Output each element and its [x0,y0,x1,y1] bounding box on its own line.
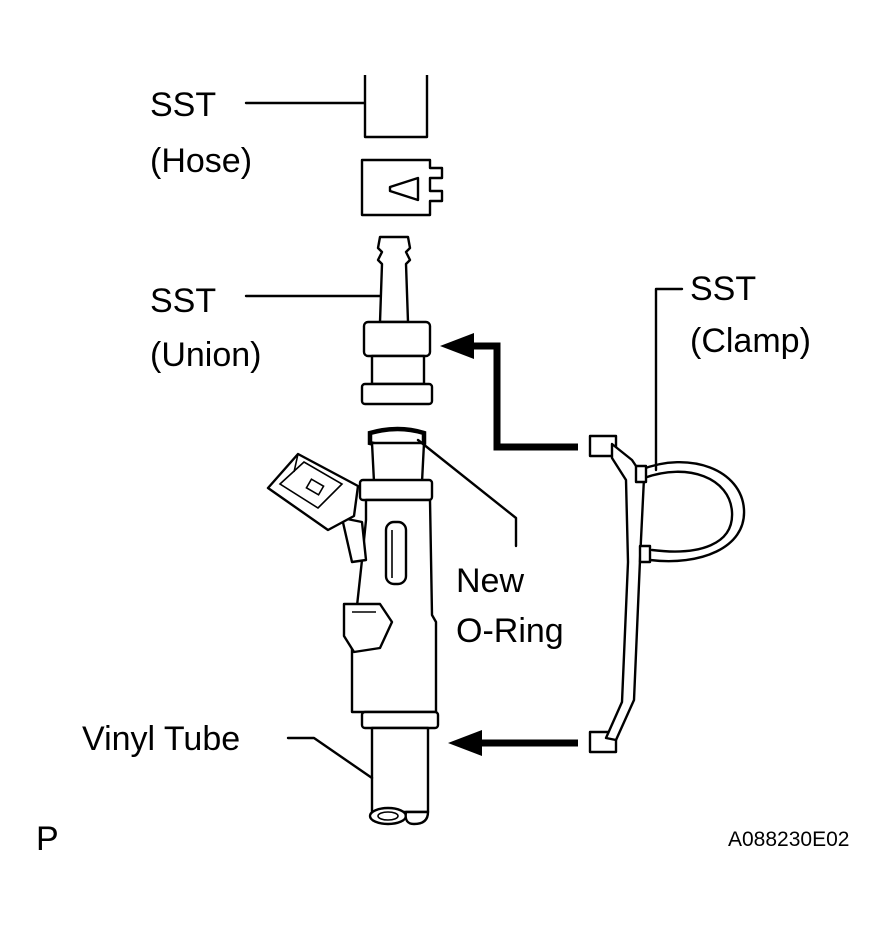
label-sst-union-line1: SST [150,282,216,320]
label-sst-clamp-line1: SST [690,270,756,308]
sst-union-part [360,235,434,406]
corner-mark: P [36,820,59,858]
leader-o-ring [416,438,518,548]
leader-sst-clamp [654,287,684,472]
label-sst-union-line2: (Union) [150,336,261,374]
label-o-ring-line1: New [456,562,524,600]
label-sst-clamp-line2: (Clamp) [690,322,811,360]
label-sst-hose-line2: (Hose) [150,142,252,180]
leader-vinyl-tube [286,736,374,780]
label-vinyl-tube: Vinyl Tube [82,720,240,758]
top-arrow [440,333,578,451]
sst-clamp-part [588,434,746,754]
sst-hose-part [363,75,429,139]
label-sst-hose-line1: SST [150,86,216,124]
fuel-injector-body [266,426,440,826]
figure-code: A088230E02 [728,828,849,851]
label-o-ring-line2: O-Ring [456,612,564,650]
bottom-arrow [448,730,578,756]
hose-connector-part [360,158,444,217]
